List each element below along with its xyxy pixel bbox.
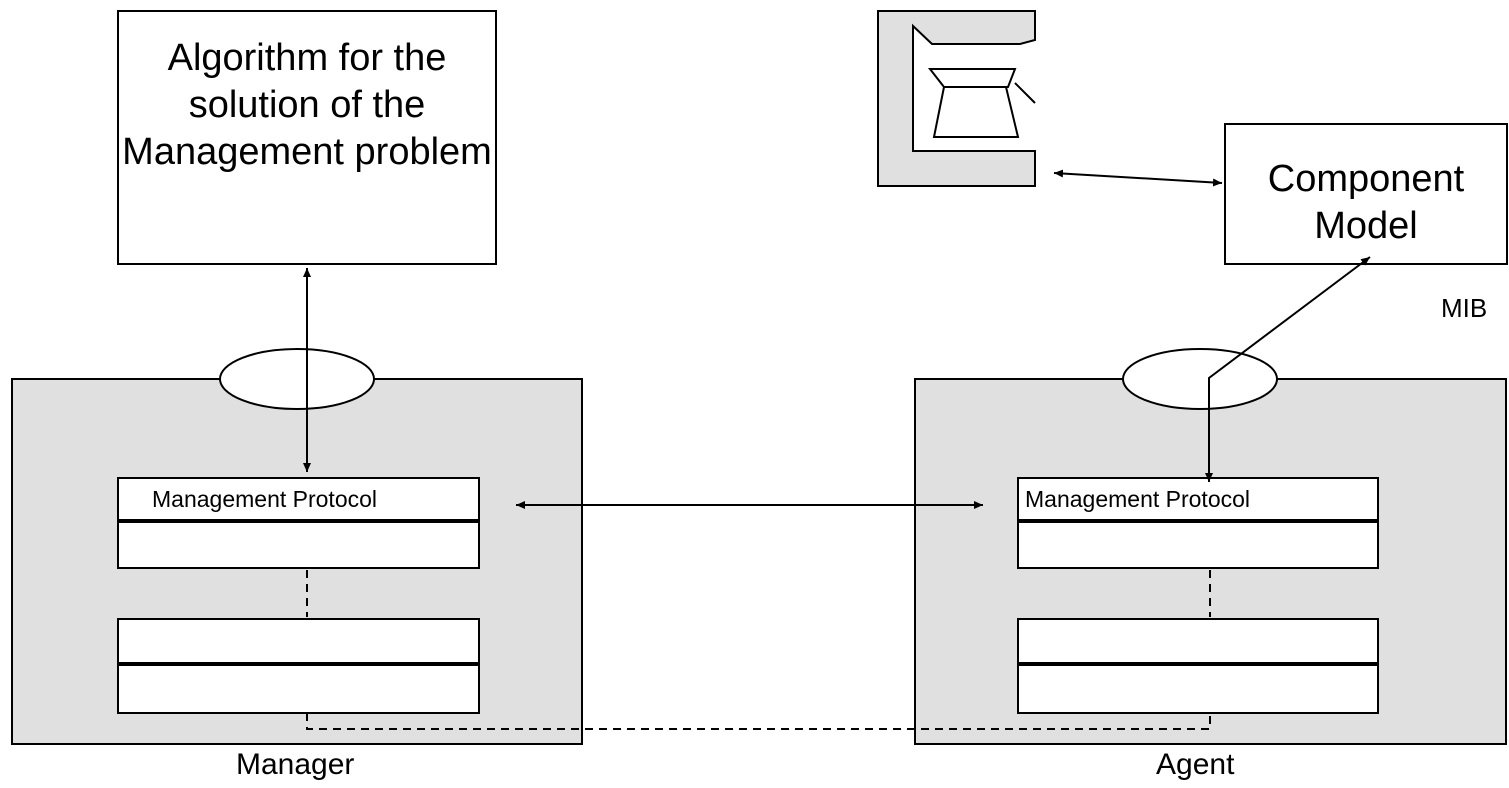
mib-agent-arrow [1205,256,1371,482]
component-model-label: Component Model [1267,158,1465,247]
agent-protocol-label: Management Protocol [1025,486,1251,512]
mib-label: MIB [1441,293,1488,323]
dashed-connectors [306,570,1211,730]
agent-node [914,348,1507,745]
manager-layer-n-1 [117,618,480,665]
component-model-box [1224,123,1508,265]
agent-interface-ellipse [1122,348,1278,410]
agent-caption: Agent [1156,748,1235,781]
manager-protocol-layer [117,477,480,522]
manager-layer-n [117,663,480,714]
manager-protocol-label: Management Protocol [152,486,378,512]
manager-interface-ellipse [219,348,375,410]
agent-layer-n-1 [1017,618,1379,665]
agent-layer-2 [1017,520,1379,569]
algorithm-box [117,10,497,265]
agent-protocol-layer [1017,477,1379,522]
manager-layer-2 [117,520,480,569]
manager-caption: Manager [236,748,355,781]
manager-node [11,348,583,745]
device-model-arrow [1053,169,1223,187]
coffee-machine-icon [877,10,1036,187]
algorithm-box-label: Algorithm for the solution of the Manage… [122,37,492,173]
agent-layer-n [1017,663,1379,714]
